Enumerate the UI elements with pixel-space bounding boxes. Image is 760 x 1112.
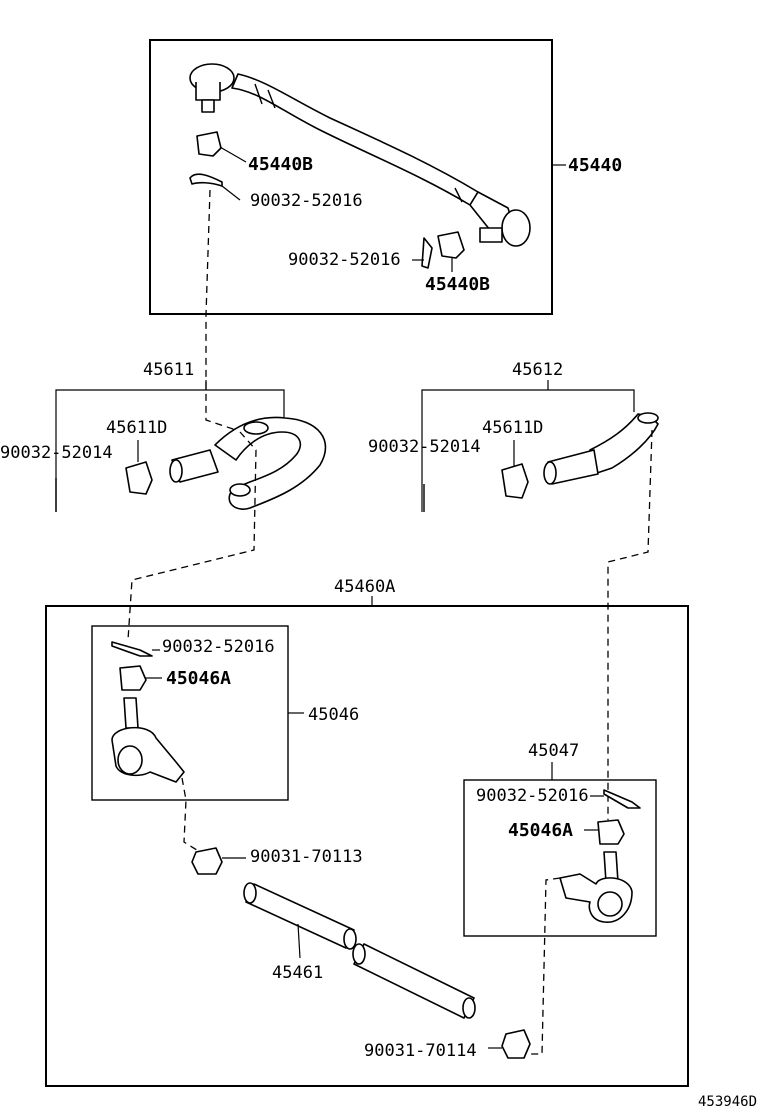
cotter-pin-right <box>421 237 433 269</box>
label-45440b-right: 45440B <box>425 274 490 295</box>
label-pin-right-arm: 90032-52014 <box>368 437 481 457</box>
label-45460a: 45460A <box>334 577 395 597</box>
castle-nut-right-arm <box>501 463 529 499</box>
label-45047: 45047 <box>528 741 579 761</box>
castle-nut-right <box>437 231 465 259</box>
label-pin-end-right: 90032-52016 <box>476 786 589 806</box>
castle-nut-end-left <box>119 665 147 691</box>
knuckle-arm-right: 45612 45611D 90032-52014 <box>368 360 659 512</box>
tie-rod-tube <box>243 882 476 1019</box>
label-pin-right: 90032-52016 <box>288 250 401 270</box>
drag-link-frame <box>149 39 553 315</box>
label-45440: 45440 <box>568 155 622 176</box>
tie-rod-frame <box>45 605 689 1087</box>
castle-nut-end-right <box>597 819 625 845</box>
label-45046a-right: 45046A <box>508 820 573 841</box>
tie-rod-end-right-frame <box>463 779 657 937</box>
clamp-nut-left <box>191 847 223 875</box>
cotter-pin-end-left <box>111 641 153 657</box>
diagram-id: 453946D <box>698 1094 757 1110</box>
cotter-pin-top <box>189 173 223 187</box>
label-45046: 45046 <box>308 705 359 725</box>
label-45046a-left: 45046A <box>166 668 231 689</box>
label-45611d-right: 45611D <box>482 418 543 438</box>
drag-link-assembly: 45440 45440B 90032-52016 90032-52016 <box>149 39 622 315</box>
cotter-pin-end-right <box>603 789 641 809</box>
label-45611d-left: 45611D <box>106 418 167 438</box>
castle-nut-top <box>196 131 222 157</box>
clamp-nut-right <box>501 1029 531 1059</box>
label-clamp-nut-right: 90031-70114 <box>364 1041 477 1061</box>
label-45612: 45612 <box>512 360 563 380</box>
label-45440b-top: 45440B <box>248 154 313 175</box>
label-pin-top: 90032-52016 <box>250 191 363 211</box>
drag-link-rod <box>189 63 531 247</box>
knuckle-arm-left: 45611 45611D 90032-52014 <box>0 360 327 512</box>
label-pin-end-left: 90032-52016 <box>162 637 275 657</box>
label-clamp-nut-left: 90031-70113 <box>250 847 363 867</box>
label-45461: 45461 <box>272 963 323 983</box>
castle-nut-left-arm <box>125 461 153 495</box>
label-pin-left-arm: 90032-52014 <box>0 443 113 463</box>
label-45611: 45611 <box>143 360 194 380</box>
tie-rod-assembly: 45460A 45046 90032-52016 45046A 90031-70… <box>45 577 689 1087</box>
